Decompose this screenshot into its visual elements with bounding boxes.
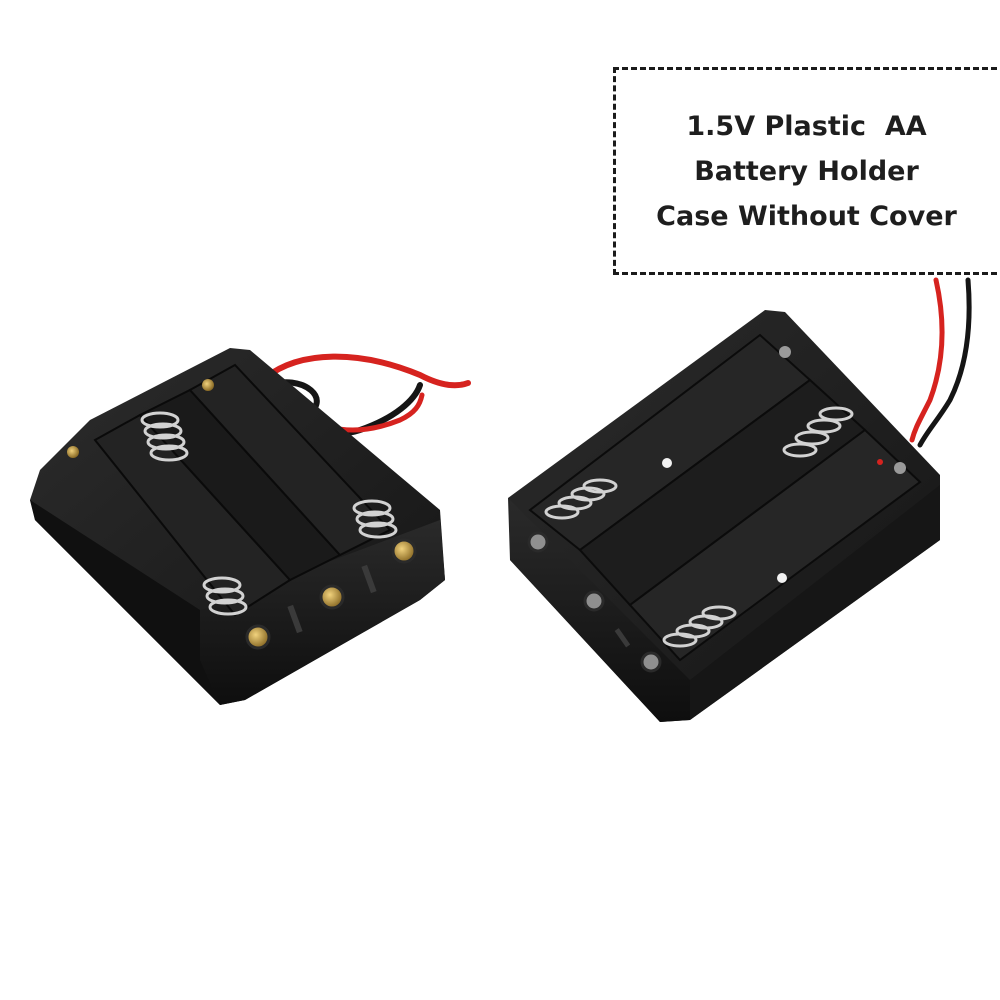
caption-line-3: Case Without Cover [656,200,957,232]
red-wire-left [262,353,471,389]
contact-right-3 [640,651,662,673]
contact-left-back [67,446,79,458]
contact-right-top-2 [894,462,906,474]
caption-box: 1.5V Plastic AA Battery Holder Case With… [613,67,997,275]
cell-channel-3 [188,363,392,557]
caption-line-2: Battery Holder [694,155,919,187]
spring-left-2 [352,499,398,539]
battery-holder-left [30,348,471,705]
red-wire-right [909,277,945,443]
contact-right-2 [583,590,605,612]
spring-left-3 [202,576,248,616]
spring-right-2 [782,406,854,458]
spring-left-1 [140,411,189,462]
caption-line-1: 1.5V Plastic AA [686,110,927,142]
holder-left-front [200,520,445,705]
contact-left-top [202,379,214,391]
spring-right-1 [544,478,618,520]
contact-right-top-1 [779,346,791,358]
contact-right-1 [527,531,549,553]
contact-left-front-1 [245,624,271,650]
battery-holder-right [508,277,972,722]
spring-right-3 [662,605,737,648]
black-wire-right [917,277,972,448]
contact-left-front-2 [319,584,345,610]
contact-left-front-3 [391,538,417,564]
